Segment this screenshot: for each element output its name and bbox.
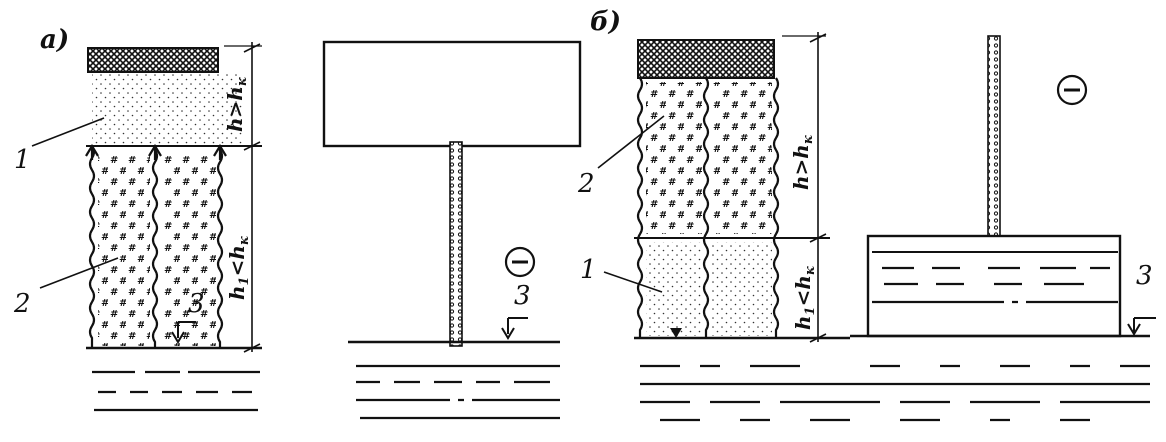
arrow-up-2-a [148, 143, 162, 160]
layer-2-hash-left-b [646, 82, 702, 234]
level-marker-tube-a [501, 317, 528, 340]
arrow-up-1-a [85, 143, 99, 160]
dim-label-h1-rest-a: <h [225, 245, 249, 276]
layer-2-hash-left-a [98, 152, 150, 346]
capillary-wavy-left-a [88, 145, 96, 348]
soil-column-a [85, 47, 262, 350]
svg-text:h1<hк: h1<hк [225, 236, 252, 300]
soil-column-b [634, 39, 850, 340]
dim-label-h-a: h>h [223, 86, 247, 132]
groundwater-dashes-a [92, 370, 260, 412]
panel-a: а) h>hк h1<hк [13, 25, 582, 420]
leader-2-a [39, 257, 119, 289]
panel-b: б) h>hк h1<hк 2 [577, 7, 1156, 422]
dim-label-h1-sub2-b: к [803, 266, 818, 275]
svg-text:h>hк: h>hк [789, 135, 816, 190]
dim-label-h-sub-a: к [235, 77, 250, 86]
leader-1-a [31, 117, 105, 147]
dim-label-h1-sub1-b: 1 [803, 306, 818, 315]
capillary-wavy-mid-b [702, 77, 710, 338]
capillary-tube-a [449, 141, 463, 347]
dimension-b: h>hк h1<hк [782, 32, 827, 343]
dim-label-h1-a: h [225, 285, 249, 300]
dim-label-h-b: h>h [789, 144, 813, 190]
dimension-a: h>hк h1<hк [223, 42, 262, 353]
label-2-a: 2 [13, 289, 31, 319]
label-1-b: 1 [580, 255, 597, 285]
layer-1-dotted-a [92, 72, 242, 146]
layer-1-dotted-right-b [712, 242, 772, 336]
capillary-tube-b [987, 35, 1001, 237]
layer-2-hash-right-a [162, 152, 216, 346]
surface-crust-b [637, 39, 775, 79]
leader-1-b [603, 271, 663, 293]
groundwater-dashes-b [640, 364, 1150, 422]
tube-apparatus-a: 3 [322, 40, 582, 420]
leader-2-b [597, 115, 665, 169]
label-3-tube-a: 3 [514, 281, 531, 311]
capillary-wavy-mid-a [151, 149, 159, 348]
panel-b-title: б) [590, 7, 621, 37]
svg-text:h1<hк: h1<hк [791, 266, 818, 330]
label-2-b: 2 [577, 169, 595, 199]
dim-label-h-sub-b: к [801, 135, 816, 144]
panel-a-title: а) [40, 25, 69, 55]
level-marker-a [171, 321, 196, 344]
label-3-a: 3 [188, 289, 205, 319]
svg-text:h>hк: h>hк [223, 77, 250, 132]
dim-label-h1-rest-b: <h [791, 275, 815, 306]
level-marker-b [670, 328, 682, 338]
capillary-wavy-right-b [772, 77, 780, 338]
layer-2-hash-right-b [712, 82, 772, 234]
tube-apparatus-b: 3 [850, 35, 1156, 338]
plate-a [322, 40, 582, 148]
dim-label-h1-b: h [791, 315, 815, 330]
label-1-a: 1 [14, 145, 31, 175]
dim-label-h1-sub1-a: 1 [237, 276, 252, 285]
capillary-wavy-right-a [216, 149, 224, 348]
capillary-wavy-left-b [636, 77, 644, 338]
label-3-b: 3 [1136, 261, 1153, 291]
dim-label-h1-sub2-a: к [237, 236, 252, 245]
surface-crust-a [87, 47, 219, 73]
